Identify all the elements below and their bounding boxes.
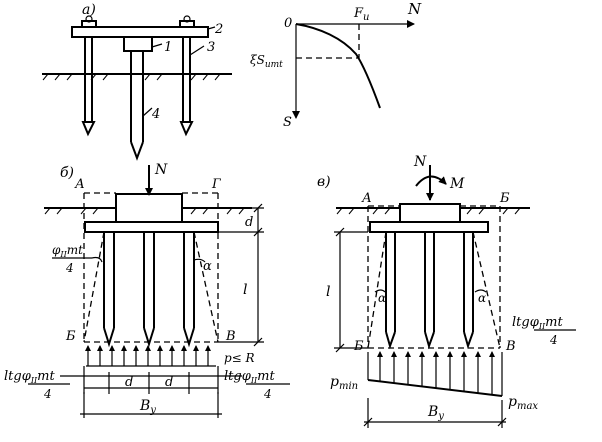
settlement-axis-label: S (283, 115, 292, 130)
foundation-width-c: By (427, 404, 444, 422)
panel-a: а) (42, 2, 232, 161)
panel-b-ground (44, 207, 252, 215)
corner-v-b: В (225, 329, 236, 344)
offset-label-c: ltgφIImt (512, 315, 563, 331)
friction-angle-label-b: φIImt (52, 243, 83, 259)
offset-label-left-b: ltgφIImt (4, 369, 55, 385)
angle-alpha-b: α (203, 259, 212, 274)
panel-c-label: в) (317, 174, 331, 190)
pressure-min-label-c: pmin (330, 374, 358, 392)
panel-c: в) N M (317, 154, 576, 428)
load-label-c: N (413, 154, 427, 170)
load-label-b: N (154, 162, 168, 178)
panel-b-label: б) (60, 165, 74, 181)
pile-b-right (183, 232, 195, 348)
offset-label-right-b: ltgφIImt (224, 369, 275, 385)
callout-4: 4 (151, 107, 160, 122)
pile-spacing-right-b: d (165, 375, 173, 390)
pile-cap-slab-b (84, 221, 219, 233)
corner-b-top-c: Б (499, 191, 510, 206)
corner-g-b: Г (211, 177, 221, 192)
load-axis-label: N (407, 0, 422, 18)
pile-c-left (385, 232, 396, 350)
pile-cap-c (399, 203, 461, 223)
anchor-nut-left (81, 20, 97, 27)
pile-length-b: l (243, 282, 247, 298)
friction-angle-line-left-b (83, 231, 105, 343)
pile-cap-b (115, 193, 183, 223)
base-pressure-arrows-b (85, 345, 216, 367)
anchor-pile-right (179, 37, 194, 137)
panel-a-label: а) (82, 2, 96, 18)
friction-angle-line-right-c (472, 231, 501, 349)
pressure-max-label-c: pmax (508, 394, 538, 412)
friction-angle-line-left-c (367, 231, 387, 349)
offset-den-left-b: 4 (43, 387, 52, 401)
panel-b: б) N (4, 162, 290, 418)
pile-c-middle (424, 232, 435, 350)
anchor-pile-left (81, 37, 96, 137)
ultimate-load-label: Fu (353, 6, 369, 23)
panel-a-ground (42, 73, 232, 81)
load-settlement-graph: 0 N S Fu ξSumt (250, 0, 422, 130)
offset-den-c: 4 (549, 333, 558, 347)
corner-v-c: В (505, 339, 516, 354)
anchor-nut-right (179, 20, 195, 27)
panel-c-ground (336, 207, 530, 215)
pile-length-c: l (326, 284, 330, 300)
angle-alpha-right-c: α (478, 291, 486, 305)
base-pressure-diagram-c (367, 351, 503, 397)
pile-spacing-left-b: d (125, 375, 133, 390)
pile-b-left (103, 232, 115, 348)
moment-label-c: M (449, 176, 465, 192)
corner-a-b: А (74, 177, 85, 192)
friction-angle-den-b: 4 (65, 261, 74, 275)
pile-cap-slab-c (369, 221, 489, 233)
pressure-condition-b: p≤ R (224, 351, 255, 365)
foundation-width-b: By (139, 398, 156, 416)
corner-b-b: Б (65, 329, 76, 344)
cap-depth-b: d (245, 215, 253, 230)
corner-b-bottom-c: Б (353, 339, 364, 354)
callout-3: 3 (207, 40, 215, 55)
test-pile (130, 51, 144, 161)
pile-b-middle (143, 232, 155, 348)
corner-a-c: А (361, 191, 372, 206)
angle-alpha-left-c: α (378, 291, 386, 305)
test-beam (71, 26, 209, 38)
friction-angle-line-right-b (193, 231, 219, 343)
callout-1: 1 (164, 40, 172, 55)
moment-arrow-c (415, 175, 447, 187)
hydraulic-jack (123, 36, 153, 52)
offset-den-right-b: 4 (263, 387, 272, 401)
callout-2: 2 (214, 22, 223, 37)
load-settlement-curve (295, 23, 381, 109)
pile-c-right (463, 232, 474, 350)
graph-origin: 0 (284, 16, 292, 31)
settlement-limit-label: ξSumt (250, 53, 283, 70)
